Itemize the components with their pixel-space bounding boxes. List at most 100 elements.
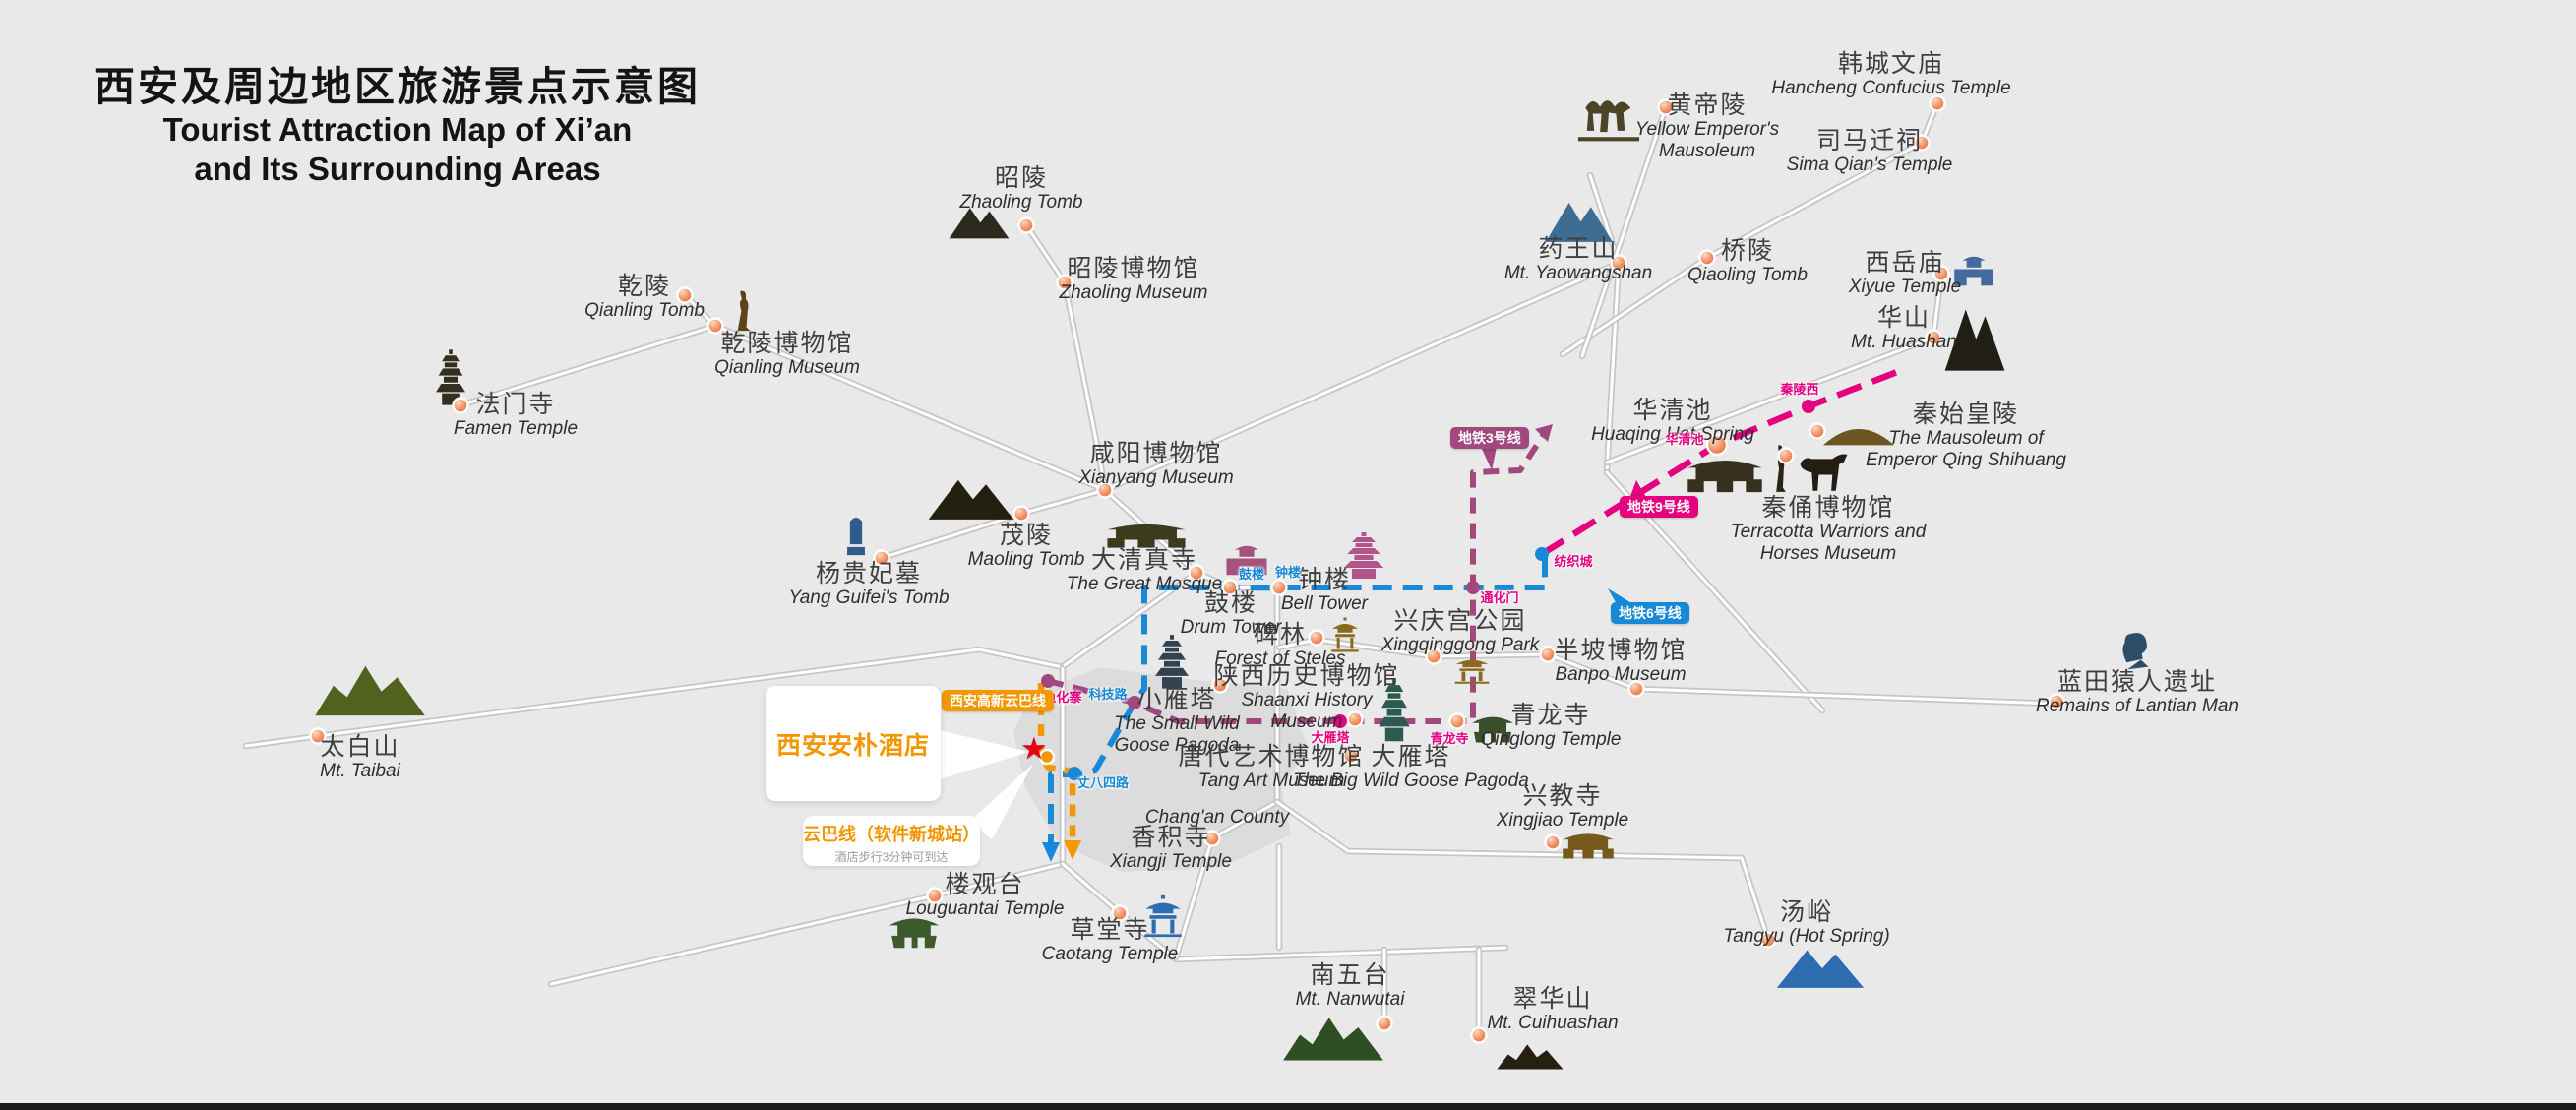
dayanta-icon xyxy=(1379,678,1410,742)
map-node-dayanta xyxy=(1346,710,1364,728)
road-core xyxy=(1275,800,1770,942)
map-node-zhaoling xyxy=(1017,216,1035,234)
metro-station-dot xyxy=(1068,767,1081,780)
qianlingmuseum-icon xyxy=(737,290,751,332)
metro-station-dot xyxy=(1535,547,1549,561)
road-core xyxy=(1061,862,1507,961)
huangdiling-icon xyxy=(1577,100,1640,142)
map-node-famen xyxy=(452,397,469,414)
yunba-line xyxy=(1037,683,1076,844)
map-node-mosque xyxy=(1188,564,1205,582)
map-node xyxy=(1627,680,1645,698)
map-node-huashan xyxy=(1925,329,1942,346)
road-core xyxy=(1103,261,1621,492)
road xyxy=(1059,860,1509,963)
city-area xyxy=(1013,667,1309,872)
pointer-arrow-icon xyxy=(1608,588,1633,604)
pointer-arrow-icon xyxy=(1042,842,1060,862)
map-node-simaqian xyxy=(1913,134,1931,152)
huaqing-station-dot xyxy=(1705,433,1729,457)
roads-layer xyxy=(242,99,2060,1039)
map-node-huangdiling xyxy=(1657,98,1675,116)
famen-icon xyxy=(436,349,465,405)
map-node-qianlingmuseum xyxy=(706,317,724,335)
road-core xyxy=(459,324,1107,492)
map-nodes-layer xyxy=(309,94,2065,1044)
map-node-qinshihuang xyxy=(1809,422,1826,440)
maoling-icon xyxy=(928,479,1014,520)
map-node-qinglong xyxy=(1448,712,1466,730)
map-node-drumtower xyxy=(1221,579,1239,596)
map-node-belltower xyxy=(1270,579,1288,596)
arrows-layer xyxy=(940,424,1647,862)
nanwutai-icon xyxy=(1283,1018,1383,1061)
drumtower-icon xyxy=(1226,545,1267,576)
pointer-arrow-icon xyxy=(1064,840,1081,860)
map-node-xingqinggong xyxy=(1425,648,1442,665)
map-node-caotang xyxy=(1111,904,1129,922)
map-node-qianling xyxy=(676,286,694,304)
map-node-tangart xyxy=(1342,747,1360,765)
road xyxy=(1022,221,1109,494)
metro-line-6 xyxy=(1048,554,1548,854)
map-node-terracotta xyxy=(1777,447,1795,464)
road-core xyxy=(244,648,1065,748)
map-node-xiangji xyxy=(1203,830,1221,847)
pointer-arrow-icon xyxy=(1629,480,1647,499)
city-area-shape xyxy=(1013,667,1309,872)
qinglong-icon xyxy=(1472,716,1513,743)
qinshihuang-icon xyxy=(1822,429,1895,446)
map-node-xingjiao xyxy=(1544,833,1562,851)
map-node-qiaoling xyxy=(1698,249,1716,267)
pointer-arrow-icon xyxy=(970,764,1033,839)
pointer-arrow-icon xyxy=(940,730,1029,779)
road-core xyxy=(1605,336,1935,464)
tangyu-icon xyxy=(1776,950,1865,988)
road-core xyxy=(1561,101,1939,356)
metro-dots-layer xyxy=(1038,400,1815,780)
map-node-hancheng xyxy=(1929,94,1946,112)
road-core xyxy=(1580,105,1668,358)
metro-station-dot xyxy=(1466,581,1480,594)
map-node xyxy=(2048,693,2065,710)
taibai-icon xyxy=(315,665,425,716)
road-core xyxy=(1932,272,1943,339)
hotel-stop-dot xyxy=(1038,748,1056,766)
metro-station-dot xyxy=(1333,714,1347,728)
lantian-icon xyxy=(2122,633,2149,670)
road xyxy=(457,322,1109,494)
zhaoling-icon xyxy=(949,208,1010,239)
mosque-icon xyxy=(1107,524,1186,548)
xingjiao-icon xyxy=(1563,833,1614,859)
metro-station-dot xyxy=(1041,674,1055,688)
road-core xyxy=(549,862,1065,986)
map-node-steles xyxy=(1308,629,1325,647)
caotang-icon xyxy=(1144,894,1182,938)
louguantai-icon xyxy=(889,918,940,949)
metro-line-9 xyxy=(1540,368,1899,557)
metro-station-dot xyxy=(1802,400,1815,413)
map-node-maoling xyxy=(1012,505,1030,523)
map-node-xianyang xyxy=(1096,481,1114,499)
map-node-shaanxihistory xyxy=(1211,676,1229,694)
pointer-arrow-icon xyxy=(1481,447,1497,470)
map-node-yaowangshan xyxy=(1610,254,1627,272)
terracotta-museum-icon xyxy=(1687,460,1762,493)
road-core xyxy=(1024,223,1107,492)
pointer-arrow-icon xyxy=(1535,424,1553,442)
map-node-tangyu xyxy=(1759,931,1777,949)
map-node-louguantai xyxy=(926,887,944,904)
yangguifei-icon xyxy=(847,517,865,556)
map-node-cuihuashan xyxy=(1470,1026,1488,1044)
map-node-banpo xyxy=(1539,646,1557,663)
metro-station-dot xyxy=(1128,696,1141,709)
xiyue-icon xyxy=(1954,256,1993,286)
map-node-zhaolingmuseum xyxy=(1056,274,1073,291)
map-node-xiyue xyxy=(1932,265,1950,282)
cuihuashan-icon xyxy=(1497,1044,1564,1070)
map-node-yangguifei xyxy=(873,549,890,567)
road xyxy=(1273,798,1772,944)
terracotta-horse-icon xyxy=(1800,454,1848,491)
